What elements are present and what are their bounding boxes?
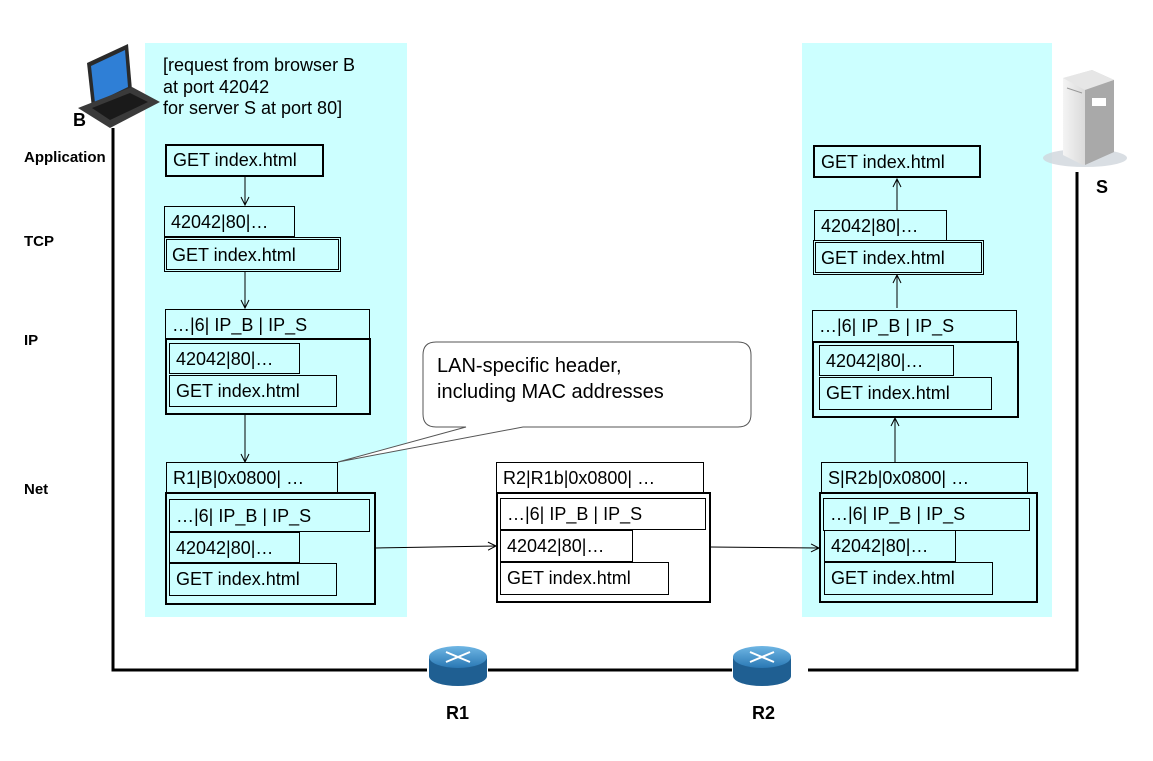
frame-ip-header-s: …|6| IP_B | IP_S	[823, 498, 1030, 531]
browser-label: B	[73, 110, 86, 130]
net-header-r1: R2|R1b|0x0800| …	[496, 462, 704, 493]
frame-app-payload-s: GET index.html	[824, 562, 993, 595]
router-r2-icon	[733, 646, 791, 686]
callout-bubble	[337, 341, 752, 463]
frame-tcp-header-s: 42042|80|…	[824, 530, 956, 562]
ip-app-payload-s: GET index.html	[819, 377, 992, 410]
tcp-header-s: 42042|80|…	[814, 210, 947, 241]
ip-tcp-header-b: 42042|80|…	[169, 343, 300, 374]
router-r1-icon	[429, 646, 487, 686]
layer-label-tcp: TCP	[24, 233, 54, 250]
arrow-frame-b-to-r1	[375, 546, 496, 548]
tcp-payload-s: GET index.html	[813, 240, 984, 275]
laptop-icon	[78, 44, 160, 128]
request-annotation: [request from browser B at port 42042 fo…	[163, 55, 355, 120]
net-header-s: S|R2b|0x0800| …	[821, 462, 1028, 493]
app-message-b: GET index.html	[165, 144, 324, 177]
network-wire-right	[808, 172, 1079, 672]
net-header-b: R1|B|0x0800| …	[166, 462, 338, 493]
app-message-s: GET index.html	[813, 145, 981, 178]
server-icon	[1043, 70, 1127, 167]
frame-tcp-header-r1: 42042|80|…	[500, 530, 633, 562]
frame-app-payload-b: GET index.html	[169, 563, 337, 596]
network-wire	[111, 128, 427, 672]
callout-line: including MAC addresses	[437, 381, 664, 403]
layer-label-net: Net	[24, 481, 49, 498]
frame-s	[819, 492, 1038, 603]
frame-b	[165, 492, 376, 605]
server-label: S	[1096, 177, 1109, 197]
layer-label-application: Application	[24, 149, 106, 166]
ip-header-s: …|6| IP_B | IP_S	[812, 310, 1017, 342]
layer-label-ip: IP	[24, 332, 39, 349]
router-r1-label: R1	[446, 703, 470, 723]
ip-header-b: …|6| IP_B | IP_S	[165, 309, 370, 339]
arrow-frame-r1-to-r2	[709, 547, 819, 548]
callout-text: LAN-specific header, including MAC addre…	[437, 353, 664, 405]
annotation-line: for server S at port 80]	[163, 98, 343, 119]
callout-line: LAN-specific header,	[437, 355, 622, 377]
frame-tcp-header-b: 42042|80|…	[169, 532, 300, 563]
ip-payload-frame-s	[812, 341, 1019, 418]
router-r2-label: R2	[752, 703, 776, 723]
ip-tcp-header-s: 42042|80|…	[819, 345, 954, 376]
annotation-line: [request from browser B	[163, 55, 356, 75]
annotation-line: at port 42042	[163, 76, 270, 97]
frame-ip-header-r1: …|6| IP_B | IP_S	[500, 498, 706, 530]
tcp-payload-b: GET index.html	[164, 237, 341, 272]
frame-app-payload-r1: GET index.html	[500, 562, 669, 595]
frame-ip-header-b: …|6| IP_B | IP_S	[169, 499, 370, 532]
tcp-header-b: 42042|80|…	[164, 206, 295, 237]
ip-app-payload-b: GET index.html	[169, 375, 337, 407]
ip-payload-frame-b	[165, 338, 371, 415]
